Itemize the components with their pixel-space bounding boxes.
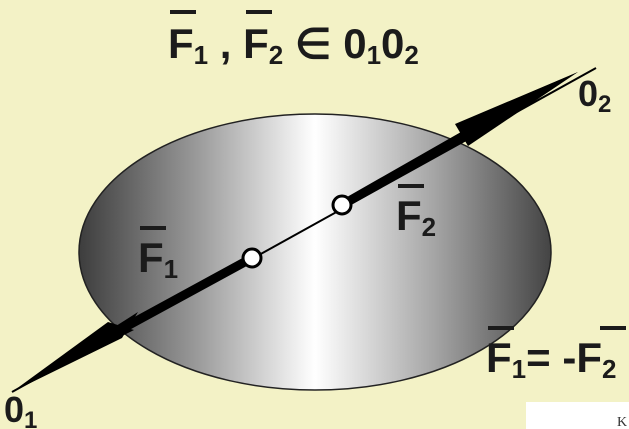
- svg-text:F2: F2: [396, 192, 436, 242]
- svg-text:F1 , F2 ∈ 0102: F1 , F2 ∈ 0102: [168, 20, 419, 70]
- force-f2-label: F2: [396, 184, 436, 242]
- equation-vec2: F: [576, 334, 602, 381]
- axis-end-main: 0: [578, 73, 598, 114]
- equation-label: F1= -F2: [486, 326, 626, 384]
- force-f1-sub: 1: [164, 254, 178, 284]
- axis-end-sub: 2: [598, 91, 611, 118]
- title-sub2: 2: [269, 40, 283, 70]
- application-point-f2: [331, 194, 353, 216]
- force-arrow-f2: [337, 72, 578, 210]
- force-f1-label: F1: [138, 226, 178, 284]
- equation-vec1: F: [486, 334, 512, 381]
- force-f2-vec: F: [396, 192, 422, 239]
- title-sep: ,: [208, 20, 243, 67]
- title-sub1: 1: [194, 40, 208, 70]
- title-label: F1 , F2 ∈ 0102: [168, 10, 419, 70]
- title-vec2: F: [243, 20, 269, 67]
- axis-end-label: 02: [578, 73, 611, 118]
- axis-start-label: 01: [4, 389, 37, 429]
- axis-start-sub: 1: [24, 407, 37, 429]
- corner-patch: [526, 402, 629, 429]
- axis-start-main: 0: [4, 389, 24, 429]
- svg-text:F1= -F2: F1= -F2: [486, 334, 616, 384]
- corner-text: K: [617, 415, 627, 429]
- equation-sub1: 1: [512, 354, 526, 384]
- title-tail: 0: [381, 20, 404, 67]
- force-arrow-f1: [12, 253, 257, 392]
- equation-sub2: 2: [602, 354, 616, 384]
- application-point-f1: [241, 247, 263, 269]
- title-sub3: 1: [367, 40, 381, 70]
- svg-text:F1: F1: [138, 234, 178, 284]
- rigid-body-ellipse: [78, 113, 552, 391]
- title-rel: ∈ 0: [283, 20, 366, 67]
- force-f2-sub: 2: [422, 212, 436, 242]
- title-sub4: 2: [404, 40, 418, 70]
- title-vec1: F: [168, 20, 194, 67]
- force-f1-vec: F: [138, 234, 164, 281]
- equation-eq: = -: [526, 334, 576, 381]
